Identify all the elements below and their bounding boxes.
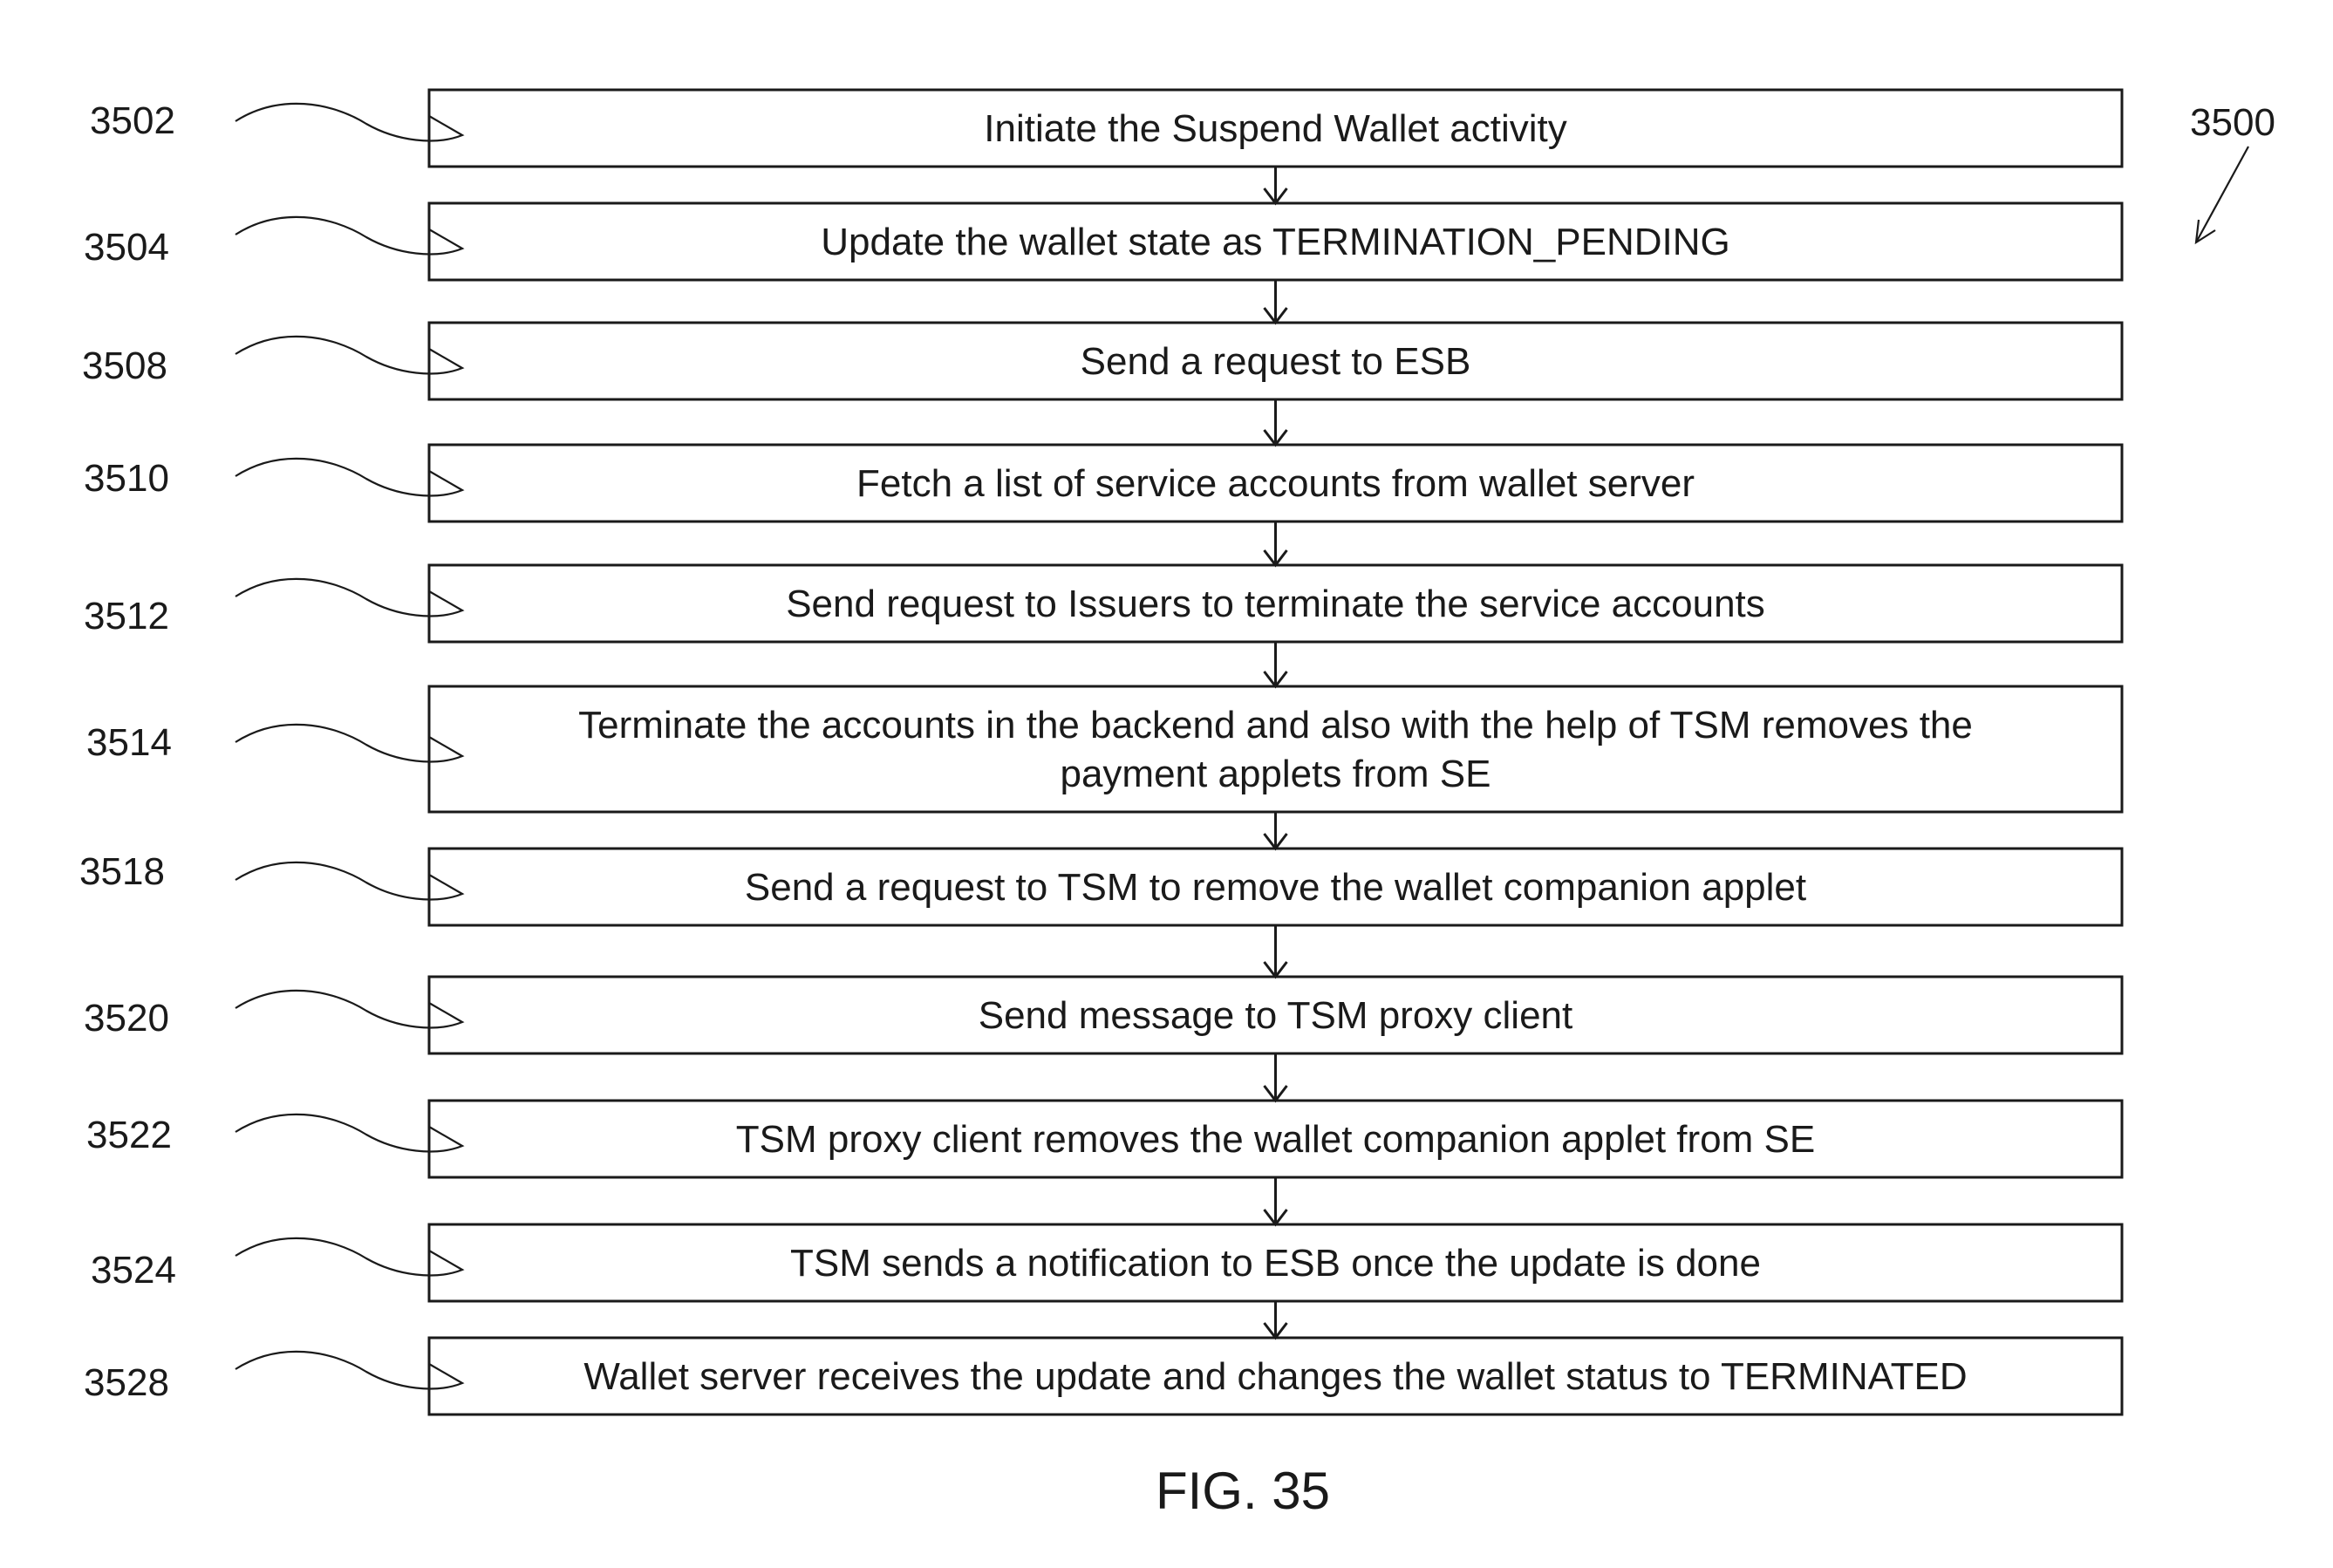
step-3512: Send request to Issuers to terminate the… [84, 565, 2122, 642]
connector-arrow [1265, 642, 1287, 686]
step-text: Terminate the accounts in the backend an… [578, 704, 1973, 747]
connector-arrow [1265, 280, 1287, 323]
connector-arrow [1265, 812, 1287, 849]
figure-ref-pointer [2196, 147, 2248, 242]
step-text: Initiate the Suspend Wallet activity [984, 107, 1567, 150]
step-ref-label: 3510 [84, 457, 169, 500]
step-3528: Wallet server receives the update and ch… [84, 1338, 2122, 1415]
step-ref-label: 3522 [86, 1114, 172, 1156]
connector-arrow [1265, 1053, 1287, 1101]
connector-arrow [1265, 1301, 1287, 1338]
step-text: payment applets from SE [1060, 753, 1491, 795]
figure-ref-number: 3500 [2190, 101, 2275, 144]
connector-arrow [1265, 522, 1287, 565]
step-3520: Send message to TSM proxy client 3520 [84, 977, 2122, 1053]
step-3508: Send a request to ESB 3508 [82, 323, 2122, 399]
connector-arrow [1265, 167, 1287, 203]
step-ref-label: 3524 [91, 1249, 176, 1292]
step-3518: Send a request to TSM to remove the wall… [79, 849, 2122, 925]
step-3504: Update the wallet state as TERMINATION_P… [84, 203, 2122, 280]
connector-arrow [1265, 399, 1287, 445]
step-text: Send a request to TSM to remove the wall… [745, 866, 1806, 909]
figure-caption: FIG. 35 [1156, 1462, 1330, 1520]
step-ref-label: 3512 [84, 595, 169, 637]
step-text: Send message to TSM proxy client [979, 994, 1573, 1037]
step-ref-label: 3514 [86, 721, 172, 764]
step-text: TSM sends a notification to ESB once the… [790, 1242, 1761, 1285]
step-ref-label: 3504 [84, 226, 169, 269]
step-3514: Terminate the accounts in the backend an… [86, 686, 2122, 812]
step-ref-label: 3518 [79, 850, 165, 893]
step-ref-label: 3502 [90, 99, 175, 142]
flowchart-steps: Initiate the Suspend Wallet activity 3502… [79, 90, 2122, 1415]
connector-arrow [1265, 1177, 1287, 1224]
step-text: Send a request to ESB [1081, 340, 1471, 383]
step-text: Update the wallet state as TERMINATION_P… [821, 221, 1730, 263]
step-3524: TSM sends a notification to ESB once the… [91, 1224, 2122, 1301]
step-3522: TSM proxy client removes the wallet comp… [86, 1101, 2122, 1177]
connector-arrow [1265, 925, 1287, 977]
step-3502: Initiate the Suspend Wallet activity 3502 [90, 90, 2122, 167]
step-text: Wallet server receives the update and ch… [583, 1355, 1967, 1398]
step-3510: Fetch a list of service accounts from wa… [84, 445, 2122, 522]
step-ref-label: 3520 [84, 997, 169, 1040]
step-text: Send request to Issuers to terminate the… [786, 583, 1765, 625]
step-ref-label: 3528 [84, 1361, 169, 1404]
step-ref-label: 3508 [82, 344, 167, 387]
step-text: TSM proxy client removes the wallet comp… [736, 1118, 1815, 1161]
step-text: Fetch a list of service accounts from wa… [856, 462, 1695, 505]
